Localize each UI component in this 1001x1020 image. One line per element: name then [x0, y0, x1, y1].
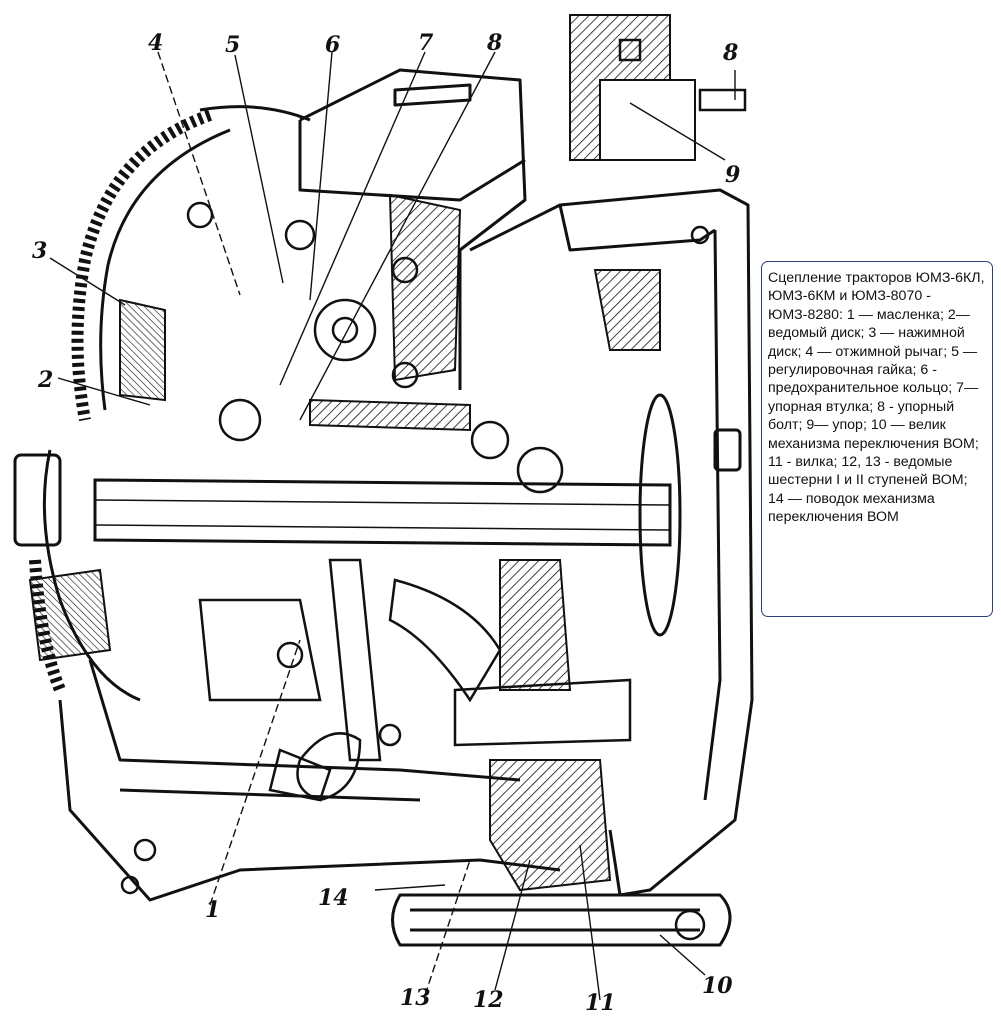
label-5: 5 [225, 32, 240, 58]
caption-box: Сцепление тракторов ЮМЗ-6КЛ, ЮМЗ-6КМ и Ю… [761, 261, 993, 617]
label-14: 14 [318, 885, 349, 911]
leader-lines [49, 51, 736, 1001]
hatched-sections [28, 14, 696, 892]
label-10: 10 [702, 973, 733, 999]
label-8-inset: 8 [722, 40, 738, 66]
part-labels: 1 2 3 4 5 6 7 8 8 9 10 11 12 13 14 [32, 30, 740, 1016]
label-6: 6 [325, 32, 340, 58]
label-8: 8 [486, 30, 502, 56]
label-3: 3 [32, 238, 47, 264]
label-4: 4 [148, 30, 163, 56]
label-12: 12 [473, 987, 504, 1013]
clutch-parts [120, 38, 747, 941]
caption-text: Сцепление тракторов ЮМЗ-6КЛ, ЮМЗ-6КМ и Ю… [768, 270, 985, 526]
label-2: 2 [37, 367, 53, 393]
label-9: 9 [725, 162, 740, 188]
label-11: 11 [585, 990, 616, 1016]
main-shaft [93, 393, 742, 637]
label-13: 13 [400, 985, 431, 1011]
label-7: 7 [418, 30, 434, 56]
housing-outline [58, 68, 754, 947]
label-1: 1 [205, 897, 220, 923]
